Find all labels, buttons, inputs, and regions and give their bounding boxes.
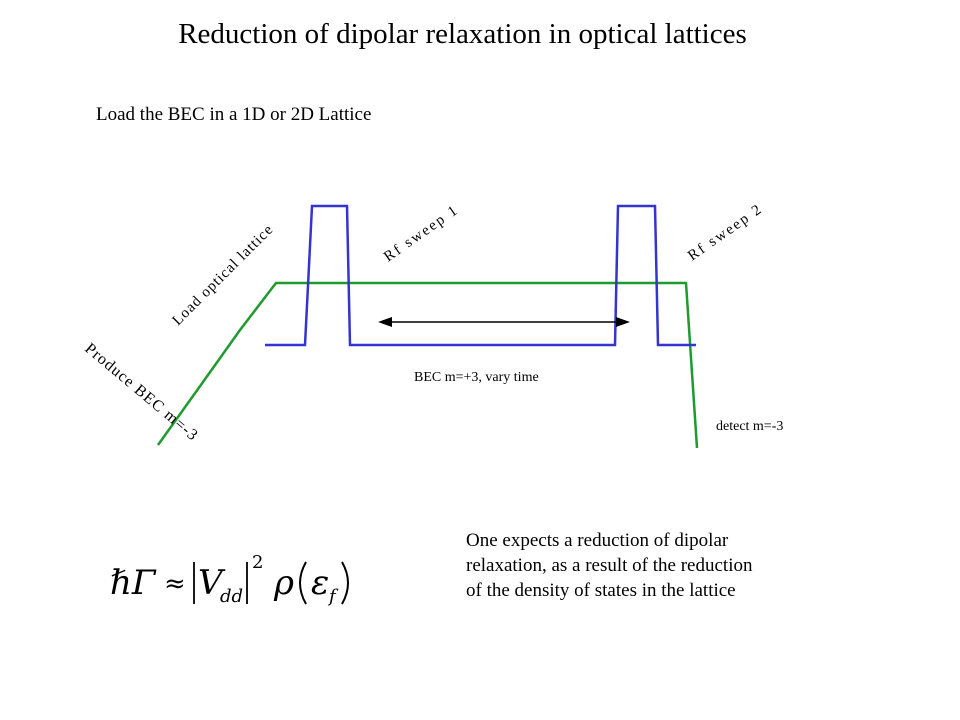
- rf-pulse-line: [265, 204, 696, 347]
- formula-eps: ε: [311, 563, 329, 603]
- paren-left: [299, 561, 307, 605]
- load-lattice-label: Load optical lattice: [170, 222, 277, 329]
- formula-v-sub: dd: [220, 586, 243, 607]
- rf-sweep-1-label: Rf sweep 1: [381, 202, 462, 265]
- produce-bec-label: Produce BEC m=-3: [81, 340, 201, 445]
- hold-label: BEC m=+3, vary time: [414, 370, 539, 385]
- subtitle: Load the BEC in a 1D or 2D Lattice: [96, 104, 372, 125]
- formula-rho: ρ: [273, 563, 294, 603]
- lattice-ramp-line: [156, 281, 699, 449]
- hold-time-arrow: [378, 317, 630, 327]
- formula-lhs: ℏΓ: [110, 563, 157, 603]
- rf-sweep-2-label: Rf sweep 2: [685, 201, 766, 264]
- fermi-golden-rule-formula: ℏΓ ≈ V dd 2 ρ ε f: [110, 552, 349, 607]
- paren-right: [341, 561, 349, 605]
- explanation-text: One expects a reduction of dipolar relax…: [466, 530, 753, 601]
- formula-eps-sub: f: [327, 586, 339, 607]
- formula-power: 2: [252, 552, 263, 573]
- detect-label: detect m=-3: [716, 419, 783, 434]
- page-title: Reduction of dipolar relaxation in optic…: [178, 18, 747, 50]
- formula-v: V: [198, 563, 226, 603]
- formula-approx: ≈: [164, 569, 186, 599]
